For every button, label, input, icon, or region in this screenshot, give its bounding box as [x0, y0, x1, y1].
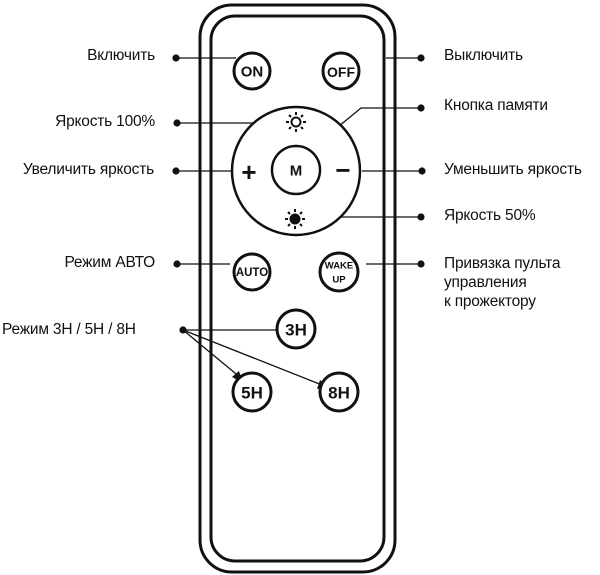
on-button[interactable]: ON: [232, 51, 272, 91]
timer-8h-label: 8H: [328, 384, 350, 403]
timer-3h-label: 3H: [285, 321, 307, 340]
timer-8h-button[interactable]: 8H: [318, 371, 360, 413]
label-auto-mode: Режим АВТО: [64, 254, 155, 271]
label-wake-up-line1: Привязка пульта: [444, 255, 561, 272]
remote-body: [198, 3, 397, 574]
label-memory: Кнопка памяти: [444, 97, 548, 114]
label-brightness-100: Яркость 100%: [55, 113, 155, 130]
auto-button-label: AUTO: [236, 267, 268, 279]
label-on: Включить: [87, 47, 155, 64]
on-button-label: ON: [241, 64, 264, 81]
off-button[interactable]: OFF: [321, 51, 361, 91]
auto-button[interactable]: AUTO: [232, 252, 272, 292]
timer-3h-button[interactable]: 3H: [275, 308, 317, 350]
label-increase: Увеличить яркость: [22, 161, 154, 178]
label-brightness-50: Яркость 50%: [444, 207, 536, 224]
timer-5h-button[interactable]: 5H: [231, 371, 273, 413]
label-decrease: Уменьшить яркость: [444, 161, 582, 178]
plus-button[interactable]: +: [241, 157, 256, 187]
wake-button-label: WAKE: [325, 261, 354, 272]
wake-up-button[interactable]: WAKE UP: [318, 251, 360, 293]
dpad: M + −: [230, 105, 362, 237]
label-off: Выключить: [444, 47, 523, 64]
label-timer-mode: Режим 3Н / 5Н / 8Н: [2, 321, 136, 338]
up-button-label: UP: [332, 275, 346, 286]
label-wake-up-line2: управления: [444, 274, 527, 291]
memory-button[interactable]: [270, 144, 322, 196]
off-button-label: OFF: [327, 64, 355, 80]
callout-dots: [172, 54, 426, 334]
memory-button-label: M: [290, 163, 303, 180]
timer-5h-label: 5H: [241, 384, 263, 403]
sun-half-icon[interactable]: [285, 209, 305, 229]
label-wake-up-line3: к прожектору: [444, 293, 536, 310]
minus-button[interactable]: −: [335, 155, 350, 185]
sun-full-icon[interactable]: [286, 112, 306, 132]
